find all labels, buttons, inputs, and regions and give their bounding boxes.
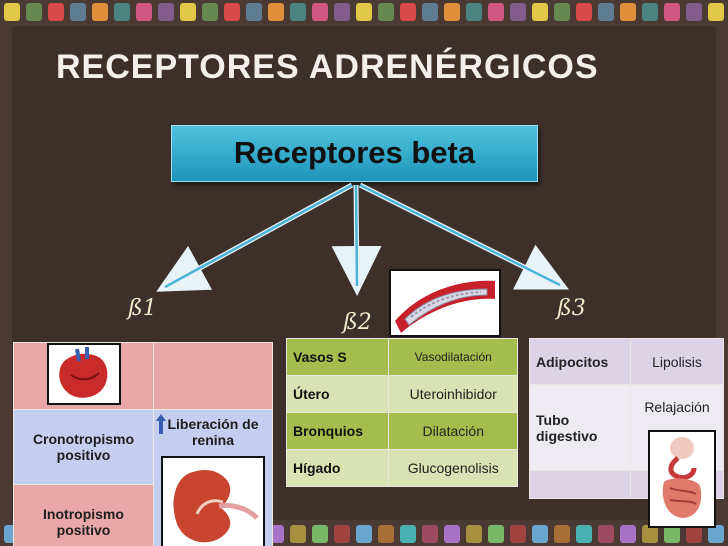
decorative-square (686, 3, 702, 21)
decorative-square (290, 3, 306, 21)
decorative-frame-top (0, 0, 728, 24)
inotropismo-cell: Inotropismo positivo (13, 483, 154, 546)
decorative-square (312, 3, 328, 21)
decorative-square (708, 525, 724, 543)
decorative-square (246, 3, 262, 21)
organ-cell: Tubo digestivo (529, 384, 631, 471)
decorative-square (202, 3, 218, 21)
receptores-beta-box: Receptores beta (171, 125, 538, 182)
effect-cell: Vasodilatación (388, 338, 518, 376)
decorative-square (576, 3, 592, 21)
decorative-square (356, 3, 372, 21)
beta1-label: ß1 (128, 296, 157, 321)
inotropismo-text: Inotropismo positivo (43, 506, 124, 539)
beta3-table: Adipocitos Lipolisis Tubo digestivo Rela… (529, 338, 724, 499)
decorative-square (444, 3, 460, 21)
decorative-square (642, 3, 658, 21)
organ-cell: Hígado (285, 449, 390, 487)
empty-header-cell (153, 342, 273, 410)
blood-vessel-image (389, 269, 501, 337)
renina-text: Liberación de renina (167, 416, 259, 448)
decorative-square (422, 525, 438, 543)
kidney-icon (161, 456, 265, 546)
decorative-square (466, 525, 482, 543)
decorative-square (400, 3, 416, 21)
effect-cell: Uteroinhibidor (388, 375, 518, 413)
decorative-square (136, 3, 152, 21)
decorative-square (598, 3, 614, 21)
heart-cell (13, 342, 154, 410)
decorative-square (290, 525, 306, 543)
decorative-square (400, 525, 416, 543)
decorative-square (70, 3, 86, 21)
decorative-square (598, 525, 614, 543)
decorative-square (510, 3, 526, 21)
beta3-label: ß3 (557, 296, 586, 321)
up-arrow-icon (156, 414, 166, 434)
decorative-square (356, 525, 372, 543)
decorative-square (488, 3, 504, 21)
decorative-square (620, 3, 636, 21)
beta1-table: Cronotropismo positivo Liberación de ren… (13, 342, 273, 546)
decorative-square (26, 3, 42, 21)
decorative-square (114, 3, 130, 21)
decorative-square (312, 525, 328, 543)
decorative-square (554, 3, 570, 21)
decorative-square (532, 525, 548, 543)
decorative-square (158, 3, 174, 21)
decorative-square (224, 3, 240, 21)
decorative-square (510, 525, 526, 543)
receptores-beta-label: Receptores beta (233, 135, 476, 170)
digestive-system-image (648, 430, 716, 528)
effect-cell: Dilatación (388, 412, 518, 450)
slide-title: RECEPTORES ADRENÉRGICOS (56, 48, 599, 86)
decorative-square (554, 525, 570, 543)
effect-cell: Glucogenolisis (388, 449, 518, 487)
decorative-square (620, 525, 636, 543)
cronotropismo-text: Cronotropismo positivo (32, 430, 135, 463)
renina-cell: Liberación de renina (153, 409, 273, 546)
empty-cell (529, 470, 631, 499)
decorative-square (642, 525, 658, 543)
effect-cell: Lipolisis (630, 338, 724, 385)
decorative-square (576, 525, 592, 543)
decorative-square (92, 3, 108, 21)
decorative-square (532, 3, 548, 21)
decorative-square (378, 525, 394, 543)
beta2-table: Vasos S Vasodilatación Útero Uteroinhibi… (285, 338, 518, 487)
cronotropismo-cell: Cronotropismo positivo (13, 409, 154, 485)
decorative-square (444, 525, 460, 543)
organ-cell: Útero (285, 375, 390, 413)
beta2-label: ß2 (343, 310, 372, 335)
decorative-square (48, 3, 64, 21)
organ-cell: Bronquios (285, 412, 390, 450)
decorative-square (334, 525, 350, 543)
decorative-square (180, 3, 196, 21)
decorative-square (378, 3, 394, 21)
decorative-square (466, 3, 482, 21)
decorative-square (4, 3, 20, 21)
heart-icon (46, 343, 121, 405)
decorative-square (686, 525, 702, 543)
decorative-square (708, 3, 724, 21)
decorative-square (268, 3, 284, 21)
decorative-square (488, 525, 504, 543)
decorative-square (334, 3, 350, 21)
organ-cell: Adipocitos (529, 338, 631, 385)
organ-cell: Vasos S (285, 338, 390, 376)
decorative-square (422, 3, 438, 21)
decorative-square (664, 3, 680, 21)
decorative-square (664, 525, 680, 543)
